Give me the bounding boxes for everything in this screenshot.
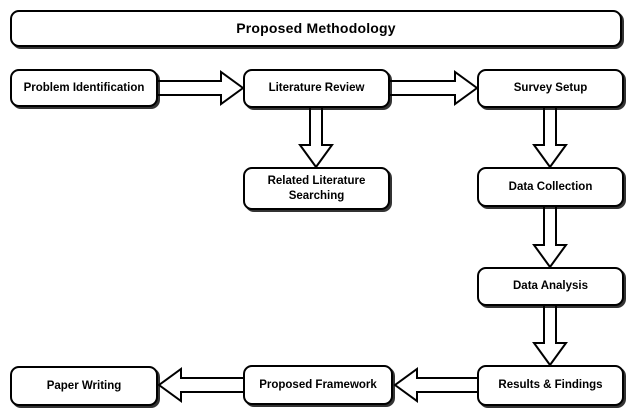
node-label: Problem Identification bbox=[23, 81, 145, 94]
arrow-literature-review-to-survey-setup bbox=[386, 70, 479, 106]
node-label: Results & Findings bbox=[498, 379, 603, 392]
arrow-proposed-framework-to-paper-writing bbox=[157, 367, 247, 403]
arrow-survey-setup-to-data-collection bbox=[532, 104, 568, 169]
node-results-findings: Results & Findings bbox=[477, 365, 624, 406]
node-label: Survey Setup bbox=[513, 82, 588, 95]
node-proposed-framework: Proposed Framework bbox=[243, 365, 393, 405]
node-label: Proposed Framework bbox=[259, 378, 377, 391]
node-label: Data Collection bbox=[508, 180, 593, 193]
diagram-title-label: Proposed Methodology bbox=[236, 19, 396, 36]
arrow-data-analysis-to-results-findings bbox=[532, 302, 568, 367]
node-label: Related Literature Searching bbox=[267, 175, 366, 202]
node-label: Data Analysis bbox=[513, 280, 588, 293]
node-problem-identification: Problem Identification bbox=[10, 69, 158, 107]
arrow-data-collection-to-data-analysis bbox=[532, 203, 568, 269]
node-label: Paper Writing bbox=[46, 379, 122, 392]
node-paper-writing: Paper Writing bbox=[10, 366, 158, 406]
node-data-collection: Data Collection bbox=[477, 167, 624, 207]
arrow-problem-identification-to-literature-review bbox=[154, 70, 245, 106]
node-label: Literature Review bbox=[268, 82, 365, 95]
node-literature-review: Literature Review bbox=[243, 69, 390, 108]
node-data-analysis: Data Analysis bbox=[477, 267, 624, 306]
arrow-literature-review-to-related-literature-searching bbox=[298, 104, 334, 169]
diagram-title: Proposed Methodology bbox=[10, 10, 622, 47]
node-survey-setup: Survey Setup bbox=[477, 69, 624, 108]
node-related-literature-searching: Related Literature Searching bbox=[243, 167, 390, 210]
arrow-results-findings-to-proposed-framework bbox=[393, 367, 481, 403]
